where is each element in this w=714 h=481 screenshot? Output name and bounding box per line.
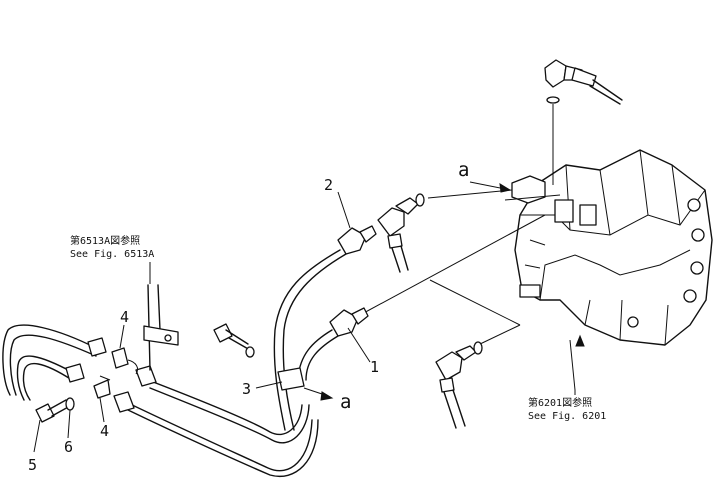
ref-6201-jp: 第6201図参照 (528, 396, 592, 409)
left-bracket (143, 262, 179, 371)
bolt-5 (35, 399, 71, 423)
callout-a-right: a (340, 391, 351, 413)
bolt-washer-mid (213, 323, 255, 358)
callout-4-lower: 4 (100, 422, 109, 440)
assembly-lines (359, 189, 576, 391)
ref-6201-en: See Fig. 6201 (528, 411, 606, 422)
callout-4-upper: 4 (120, 308, 129, 326)
valve-bracket-a (469, 175, 546, 204)
left-harness (2, 324, 107, 401)
clamp-3 (277, 367, 334, 401)
pressure-switch-1 (297, 307, 369, 381)
callout-2: 2 (324, 176, 333, 194)
pressure-switch-2 (273, 225, 377, 431)
ref-6513-en: See Fig. 6513A (70, 249, 154, 260)
callout-1: 1 (370, 358, 379, 376)
callout-leaders (33, 191, 585, 453)
washer-6 (65, 397, 75, 411)
top-elbow-fitting (544, 59, 623, 185)
control-valve (514, 149, 713, 346)
wiring-harness (113, 365, 319, 477)
clip-4-lower (93, 375, 111, 399)
upper-fittings (377, 193, 425, 273)
callout-6: 6 (64, 438, 73, 456)
lower-fittings (435, 341, 483, 429)
ref-6513-jp: 第6513A図参照 (70, 234, 140, 247)
clip-4-upper (111, 347, 139, 375)
callout-5: 5 (28, 456, 37, 474)
callout-a-top: a (458, 159, 469, 181)
callout-3: 3 (242, 380, 251, 398)
